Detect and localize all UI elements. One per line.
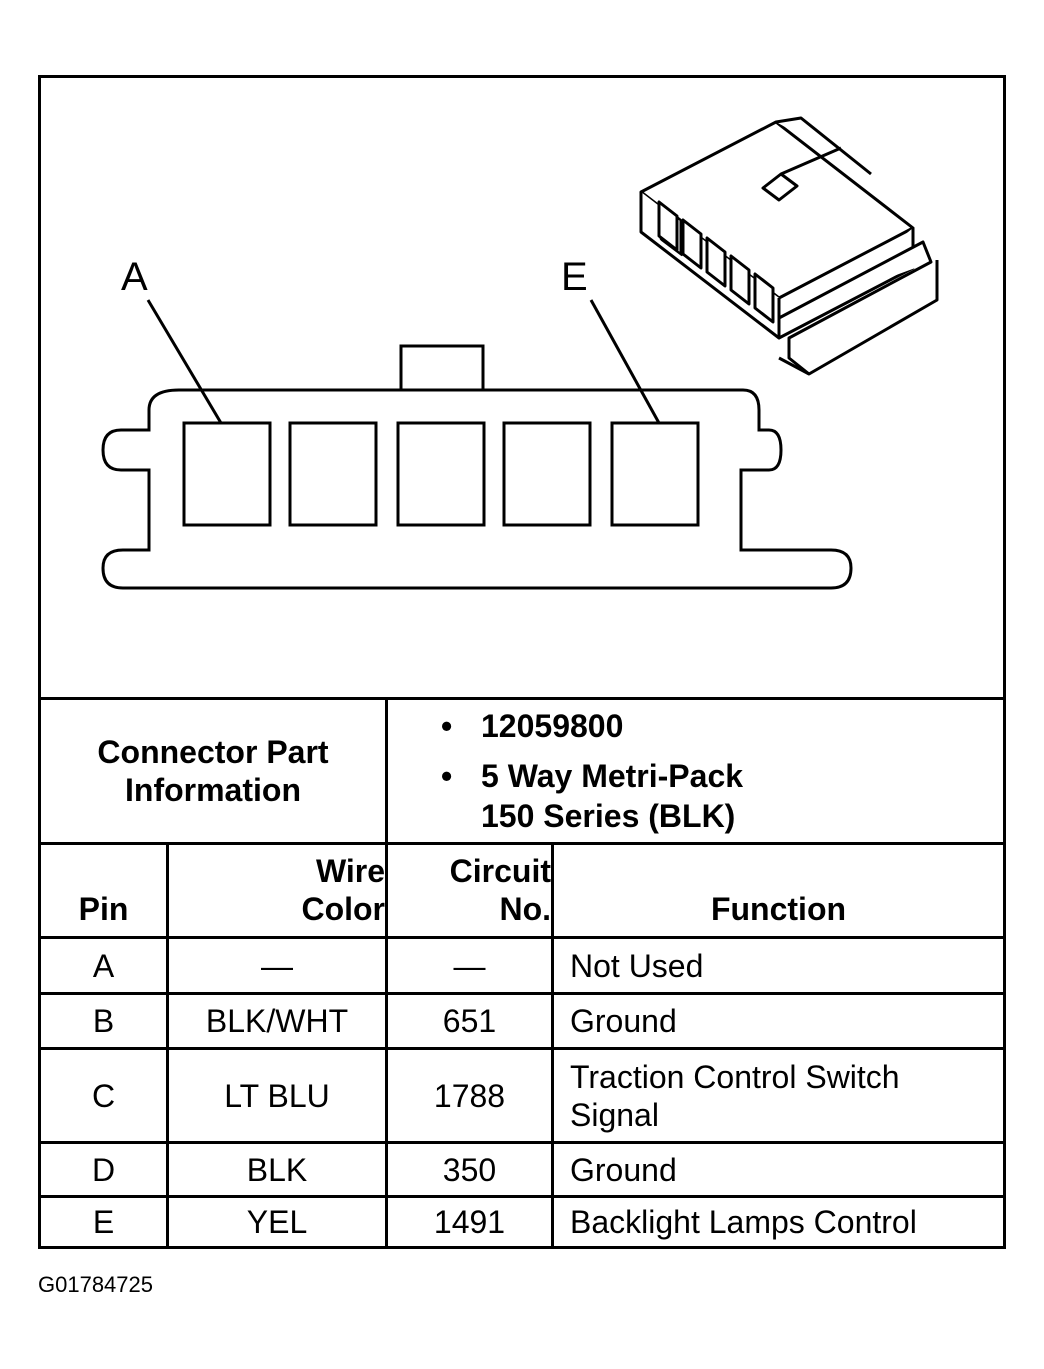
part-number-item: • 12059800 bbox=[441, 706, 1001, 746]
description-item: • 5 Way Metri-Pack 150 Series (BLK) bbox=[441, 756, 1001, 836]
table-row-c-function-line2: Signal bbox=[570, 1096, 659, 1133]
header-wire-color: Wire Color bbox=[169, 845, 385, 936]
pin-cavity-b bbox=[288, 421, 378, 527]
description-line2: 150 Series (BLK) bbox=[481, 798, 736, 834]
connector-info-label-line2: Information bbox=[125, 772, 301, 808]
table-row-b-pin: B bbox=[92, 1003, 115, 1039]
connector-diagram: A E bbox=[101, 116, 939, 590]
leader-line-e bbox=[589, 299, 661, 424]
bullet-icon: • bbox=[441, 708, 453, 744]
header-circuit-no: Circuit No. bbox=[388, 845, 551, 936]
connector-info-details: • 12059800 • 5 Way Metri-Pack 150 Series… bbox=[441, 706, 1001, 836]
table-row-a-function: Not Used bbox=[570, 947, 704, 984]
connector-info-label-line1: Connector Part bbox=[97, 734, 329, 770]
table-row-e-circuit: 1491 bbox=[433, 1204, 506, 1240]
pin-label-a: A bbox=[121, 255, 148, 299]
figure-id: G01784725 bbox=[38, 1272, 153, 1297]
pin-cavity-c bbox=[396, 421, 486, 527]
header-circuit-line2: No. bbox=[499, 891, 551, 927]
header-wire-color-line1: Wire bbox=[315, 853, 385, 889]
table-top-border bbox=[41, 697, 1003, 700]
table-row-c-pin: C bbox=[91, 1077, 116, 1114]
connector-face-outline bbox=[101, 344, 853, 590]
header-circuit-line1: Circuit bbox=[449, 853, 551, 889]
row-b-bottom-border bbox=[41, 1047, 1003, 1050]
pin-cavity-a bbox=[182, 421, 272, 527]
table-row-d-function: Ground bbox=[570, 1151, 677, 1188]
pin-label-e: E bbox=[561, 255, 588, 299]
table-row-b-circuit: 651 bbox=[442, 1003, 497, 1039]
pin-cavity-d bbox=[502, 421, 592, 527]
table-row-e-pin: E bbox=[92, 1204, 115, 1240]
table-row-c-wire: LT BLU bbox=[224, 1077, 330, 1114]
table-row-c-function: Traction Control Switch Signal bbox=[554, 1050, 1019, 1141]
description-line1: 5 Way Metri-Pack bbox=[481, 758, 744, 794]
table-row-b-wire: BLK/WHT bbox=[205, 1003, 349, 1039]
row-c-bottom-border bbox=[41, 1141, 1003, 1144]
row-a-bottom-border bbox=[41, 992, 1003, 995]
part-number: 12059800 bbox=[481, 708, 624, 744]
table-row-c-function-line1: Traction Control Switch bbox=[570, 1058, 900, 1095]
table-row-a-circuit: — bbox=[453, 947, 486, 984]
table-row-a-wire: — bbox=[261, 947, 293, 984]
col-divider-pin bbox=[166, 842, 169, 1246]
table-row-d-wire: BLK bbox=[246, 1151, 308, 1188]
pin-cavity-e bbox=[610, 421, 700, 527]
header-function: Function bbox=[710, 891, 847, 927]
row-d-bottom-border bbox=[41, 1195, 1003, 1198]
table-row-a-pin: A bbox=[92, 947, 115, 984]
table-row-d-circuit: 350 bbox=[442, 1151, 497, 1188]
header-pin: Pin bbox=[78, 891, 129, 927]
table-row-e-function: Backlight Lamps Control bbox=[570, 1204, 917, 1240]
col-divider-wire bbox=[385, 842, 388, 1246]
leader-line-a bbox=[146, 299, 223, 424]
info-bottom-border bbox=[41, 842, 1003, 845]
table-row-c-circuit: 1788 bbox=[433, 1077, 506, 1114]
table-row-b-function: Ground bbox=[570, 1003, 677, 1039]
header-bottom-border bbox=[41, 936, 1003, 939]
bullet-icon: • bbox=[441, 758, 453, 794]
table-row-d-pin: D bbox=[91, 1151, 116, 1188]
header-wire-color-line2: Color bbox=[301, 891, 385, 927]
col-divider-circuit bbox=[551, 842, 554, 1246]
col-divider-info bbox=[385, 697, 388, 845]
diagram-frame: A E Connector Part Information • 1205980… bbox=[38, 75, 1006, 1249]
connector-info-label: Connector Part Information bbox=[41, 700, 385, 842]
table-row-e-wire: YEL bbox=[246, 1204, 308, 1240]
connector-isometric-icon bbox=[639, 116, 939, 376]
